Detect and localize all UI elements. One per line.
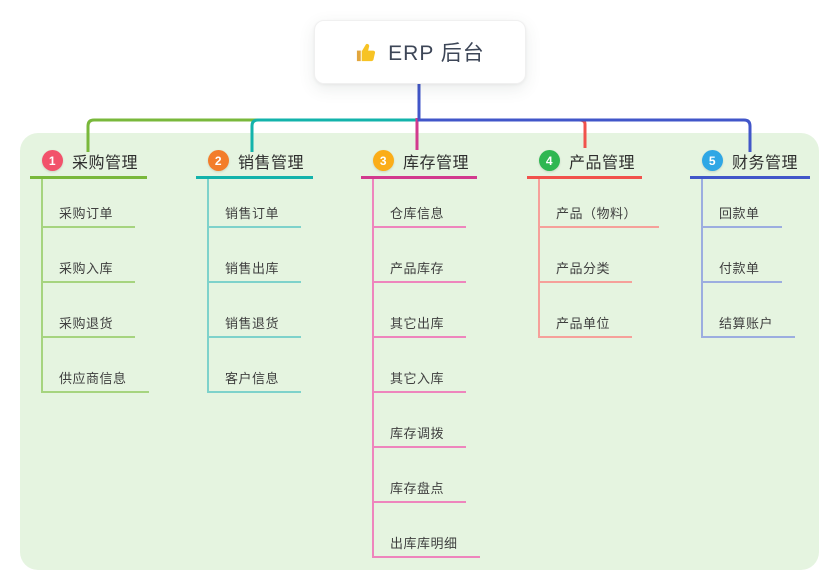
child-node[interactable]: 出库库明细 bbox=[374, 503, 480, 558]
branch-children: 销售订单 销售出库 销售退货 客户信息 bbox=[207, 179, 302, 393]
branch-label: 产品管理 bbox=[569, 154, 636, 172]
branch-children: 仓库信息 产品库存 其它出库 其它入库 库存调拨 库存盘点 出库库明细 bbox=[372, 179, 480, 558]
branch-number-badge: 3 bbox=[373, 150, 394, 171]
child-node[interactable]: 采购订单 bbox=[43, 179, 136, 228]
branch-sales: 2 销售管理 销售订单 销售出库 销售退货 客户信息 bbox=[196, 145, 313, 393]
branch-finance: 5 财务管理 回款单 付款单 结算账户 bbox=[690, 145, 810, 338]
branch-title[interactable]: 5 财务管理 bbox=[690, 145, 810, 179]
branch-children: 采购订单 采购入库 采购退货 供应商信息 bbox=[41, 179, 149, 393]
child-node[interactable]: 产品库存 bbox=[374, 228, 467, 283]
child-node[interactable]: 结算账户 bbox=[703, 283, 796, 338]
branch-title[interactable]: 3 库存管理 bbox=[361, 145, 477, 179]
child-node[interactable]: 采购退货 bbox=[43, 283, 136, 338]
thumbs-up-icon bbox=[357, 43, 376, 61]
branches-panel bbox=[20, 133, 819, 570]
branch-label: 销售管理 bbox=[238, 154, 305, 172]
branch-label: 采购管理 bbox=[72, 154, 139, 172]
child-node[interactable]: 销售出库 bbox=[209, 228, 302, 283]
branch-children: 产品（物料） 产品分类 产品单位 bbox=[538, 179, 660, 338]
child-node[interactable]: 其它入库 bbox=[374, 338, 467, 393]
child-node[interactable]: 销售订单 bbox=[209, 179, 302, 228]
branch-label: 库存管理 bbox=[403, 154, 470, 172]
root-title: ERP 后台 bbox=[388, 42, 485, 65]
root-node[interactable]: ERP 后台 bbox=[314, 20, 526, 84]
branch-number-badge: 4 bbox=[539, 150, 560, 171]
branch-procurement: 1 采购管理 采购订单 采购入库 采购退货 供应商信息 bbox=[30, 145, 149, 393]
branch-number-badge: 1 bbox=[42, 150, 63, 171]
branch-title[interactable]: 2 销售管理 bbox=[196, 145, 313, 179]
child-node[interactable]: 回款单 bbox=[703, 179, 782, 228]
child-node[interactable]: 产品（物料） bbox=[540, 179, 660, 228]
child-node[interactable]: 客户信息 bbox=[209, 338, 302, 393]
child-node[interactable]: 付款单 bbox=[703, 228, 782, 283]
child-node[interactable]: 库存调拨 bbox=[374, 393, 467, 448]
branch-inventory: 3 库存管理 仓库信息 产品库存 其它出库 其它入库 库存调拨 库存盘点 出库库… bbox=[361, 145, 480, 558]
branch-title[interactable]: 1 采购管理 bbox=[30, 145, 147, 179]
branch-children: 回款单 付款单 结算账户 bbox=[701, 179, 796, 338]
child-node[interactable]: 产品分类 bbox=[540, 228, 633, 283]
branch-number-badge: 2 bbox=[208, 150, 229, 171]
child-node[interactable]: 采购入库 bbox=[43, 228, 136, 283]
child-node[interactable]: 销售退货 bbox=[209, 283, 302, 338]
child-node[interactable]: 供应商信息 bbox=[43, 338, 149, 393]
child-node[interactable]: 库存盘点 bbox=[374, 448, 467, 503]
branch-products: 4 产品管理 产品（物料） 产品分类 产品单位 bbox=[527, 145, 660, 338]
branch-title[interactable]: 4 产品管理 bbox=[527, 145, 642, 179]
child-node[interactable]: 产品单位 bbox=[540, 283, 633, 338]
branch-number-badge: 5 bbox=[702, 150, 723, 171]
child-node[interactable]: 其它出库 bbox=[374, 283, 467, 338]
child-node[interactable]: 仓库信息 bbox=[374, 179, 467, 228]
branch-label: 财务管理 bbox=[732, 154, 799, 172]
